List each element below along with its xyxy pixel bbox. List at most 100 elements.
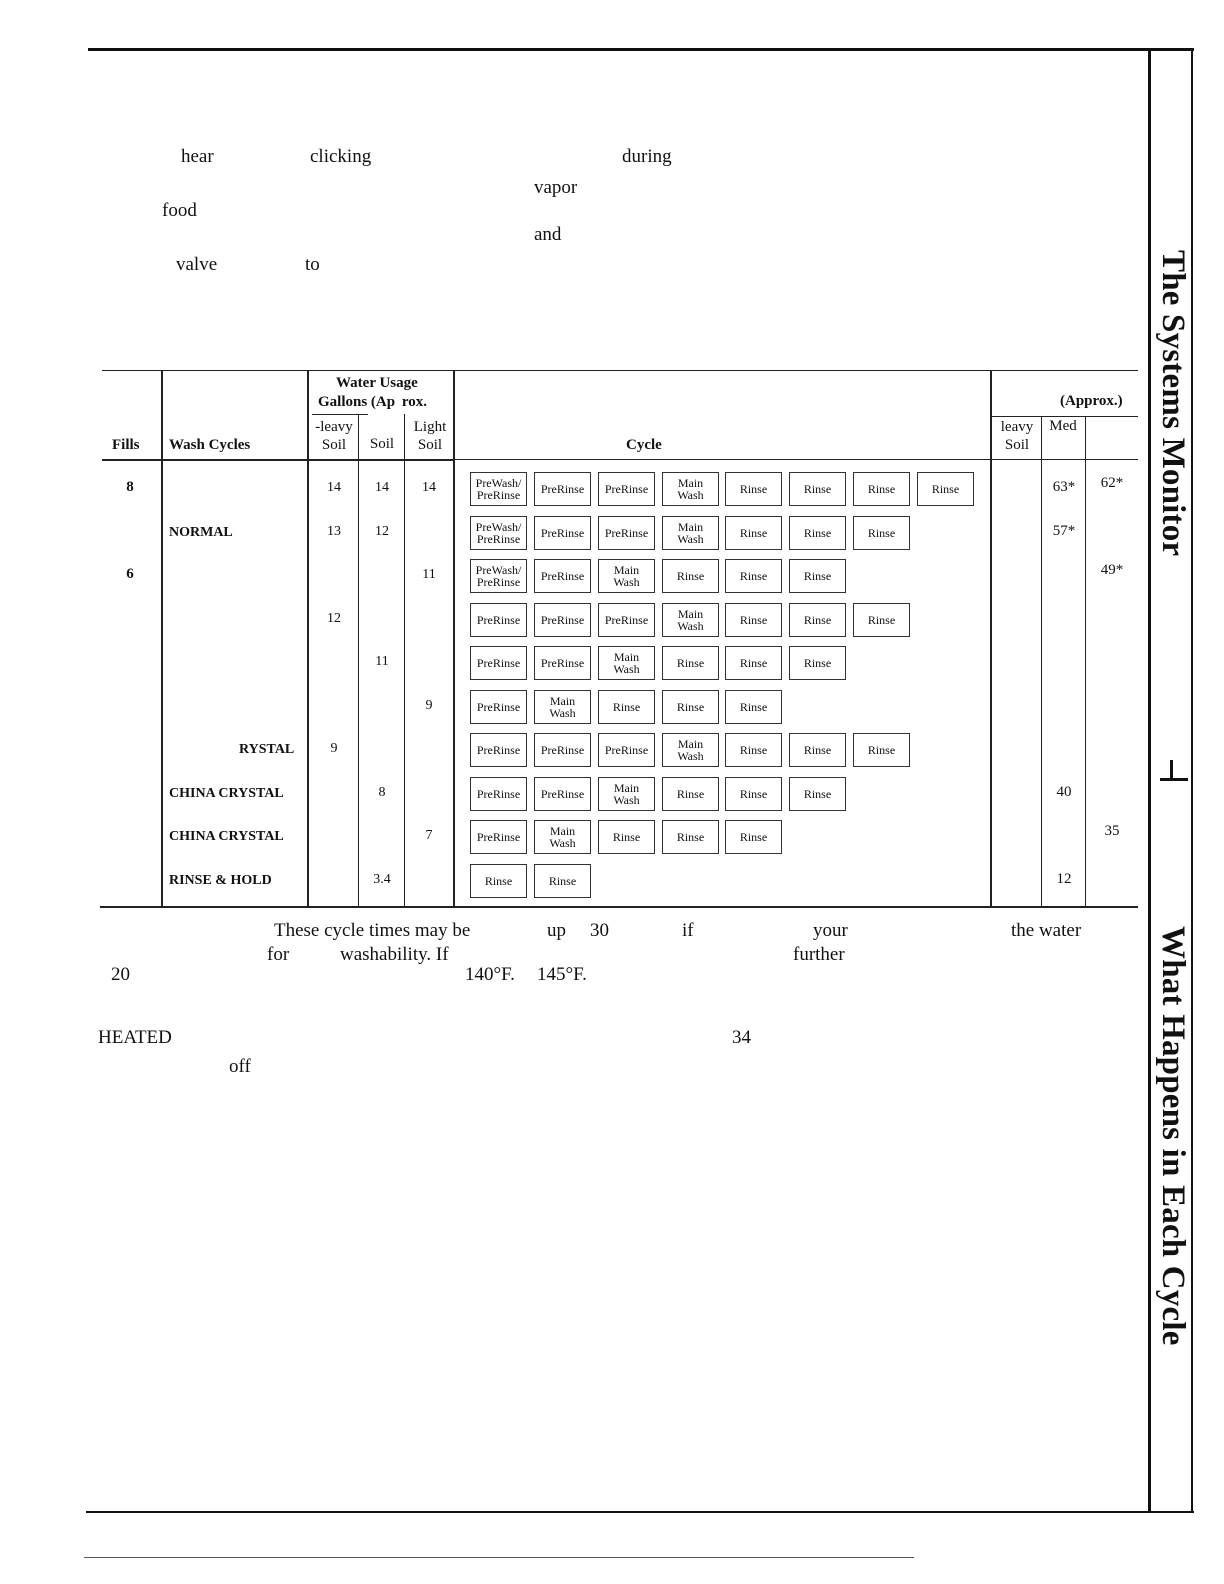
cycle-step-box: Main Wash bbox=[662, 472, 719, 506]
cycle-step-box: PreRinse bbox=[534, 559, 591, 593]
footnote-fragment: 34 bbox=[732, 1027, 751, 1048]
cycle-step-box: Rinse bbox=[470, 864, 527, 898]
time-subheader-rule bbox=[991, 416, 1138, 417]
sidebar-right-rule bbox=[1191, 50, 1193, 1513]
cycle-step-label: Rinse bbox=[676, 700, 705, 714]
cycle-step-label: PreWash/ PreRinse bbox=[475, 520, 522, 546]
cycle-step-box: Rinse bbox=[662, 820, 719, 854]
cycle-step-box: Main Wash bbox=[534, 820, 591, 854]
header-wash-cycles: Wash Cycles bbox=[169, 437, 251, 453]
time-med-soil: 40 bbox=[1056, 784, 1072, 800]
sidebar-divider-mark bbox=[1170, 760, 1173, 780]
cycle-step-label: PreRinse bbox=[604, 743, 649, 757]
intro-fragment: to bbox=[305, 254, 320, 275]
cycle-step-box: Rinse bbox=[725, 690, 782, 724]
cycle-step-label: PreRinse bbox=[604, 482, 649, 496]
footnote-fragment: washability. If bbox=[340, 944, 449, 965]
cycle-step-box: Main Wash bbox=[598, 646, 655, 680]
header-time-heavy-l1: leavy bbox=[1000, 419, 1034, 435]
cycle-step-box: Rinse bbox=[662, 646, 719, 680]
cycle-step-label: PreWash/ PreRinse bbox=[475, 476, 522, 502]
cycle-step-box: PreRinse bbox=[470, 733, 527, 767]
cycle-step-box: Rinse bbox=[725, 603, 782, 637]
cycle-step-box: Main Wash bbox=[598, 777, 655, 811]
cycle-step-label: PreRinse bbox=[476, 656, 521, 670]
cycle-step-box: Rinse bbox=[725, 733, 782, 767]
footnote-fragment: 140°F. bbox=[465, 964, 515, 985]
cycle-step-label: Rinse bbox=[739, 787, 768, 801]
cycle-step-box: Rinse bbox=[725, 646, 782, 680]
cycle-step-box: Rinse bbox=[789, 472, 846, 506]
cycle-step-label: PreRinse bbox=[476, 787, 521, 801]
header-heavy-soil: -leavy Soil bbox=[312, 418, 356, 454]
cycle-step-box: Rinse bbox=[789, 559, 846, 593]
cycle-step-label: PreRinse bbox=[604, 613, 649, 627]
cycle-step-box: PreWash/ PreRinse bbox=[470, 516, 527, 550]
time-light-soil: 49* bbox=[1100, 562, 1124, 578]
cycle-step-box: Rinse bbox=[662, 690, 719, 724]
footnote-fragment: further bbox=[793, 944, 845, 965]
water-heavy-soil: 14 bbox=[327, 480, 341, 495]
sidebar-divider-mark bbox=[1160, 778, 1188, 781]
wash-cycle-name: CHINA CRYSTAL bbox=[169, 786, 284, 801]
footnote-fragment: HEATED bbox=[98, 1027, 172, 1048]
cycle-step-label: Rinse bbox=[867, 613, 896, 627]
cycle-step-box: Rinse bbox=[725, 777, 782, 811]
wash-cycle-name: NORMAL bbox=[169, 525, 233, 540]
cycle-step-label: PreRinse bbox=[604, 526, 649, 540]
cycle-step-label: Rinse bbox=[803, 526, 832, 540]
table-header-rule bbox=[454, 459, 991, 460]
cycle-step-box: PreWash/ PreRinse bbox=[470, 559, 527, 593]
header-soil: Soil bbox=[369, 436, 395, 452]
cycle-step-box: Rinse bbox=[534, 864, 591, 898]
cycle-step-label: Main Wash bbox=[677, 607, 704, 633]
cycle-step-box: PreRinse bbox=[470, 603, 527, 637]
wash-cycle-name: RINSE & HOLD bbox=[169, 873, 272, 888]
side-title-what-happens: What Happens in Each Cycle bbox=[1155, 926, 1191, 1346]
cycle-step-box: Main Wash bbox=[662, 603, 719, 637]
cycle-step-label: PreRinse bbox=[540, 743, 585, 757]
table-header-rule bbox=[991, 459, 1138, 460]
cycle-step-label: Rinse bbox=[739, 526, 768, 540]
water-soil: 12 bbox=[375, 524, 389, 539]
cycle-step-label: PreRinse bbox=[476, 830, 521, 844]
top-rule bbox=[88, 48, 1194, 51]
footnote-fragment: 20 bbox=[111, 964, 130, 985]
cycle-step-box: Rinse bbox=[853, 472, 910, 506]
intro-fragment: clicking bbox=[310, 146, 372, 167]
cycle-step-label: Rinse bbox=[676, 787, 705, 801]
cycle-step-box: PreRinse bbox=[470, 820, 527, 854]
col-rule bbox=[990, 370, 992, 908]
cycle-step-box: Main Wash bbox=[534, 690, 591, 724]
cycle-step-label: Main Wash bbox=[677, 737, 704, 763]
cycle-step-box: PreRinse bbox=[534, 603, 591, 637]
cycle-step-label: Rinse bbox=[803, 656, 832, 670]
intro-fragment: and bbox=[534, 224, 562, 245]
water-soil: 14 bbox=[375, 480, 389, 495]
footnote-fragment: These cycle times may be bbox=[274, 920, 471, 941]
cycle-step-box: Rinse bbox=[789, 646, 846, 680]
cycle-step-label: Rinse bbox=[612, 830, 641, 844]
cycle-step-label: PreRinse bbox=[540, 787, 585, 801]
cycle-step-box: PreRinse bbox=[470, 690, 527, 724]
footnote-fragment: 30 bbox=[590, 920, 609, 941]
cycle-step-box: Rinse bbox=[853, 603, 910, 637]
cycle-step-label: Rinse bbox=[548, 874, 577, 888]
time-light-soil: 35 bbox=[1104, 823, 1120, 839]
water-soil: 3.4 bbox=[373, 872, 391, 887]
water-light-soil: 7 bbox=[425, 828, 433, 843]
cycle-step-label: Main Wash bbox=[677, 520, 704, 546]
intro-fragment: hear bbox=[181, 146, 214, 167]
fills-value: 6 bbox=[126, 566, 134, 582]
cycle-step-box: Rinse bbox=[853, 516, 910, 550]
cycle-step-label: Main Wash bbox=[549, 824, 576, 850]
intro-fragment: valve bbox=[176, 254, 218, 275]
cycle-step-label: PreRinse bbox=[476, 743, 521, 757]
cycle-step-label: Main Wash bbox=[613, 650, 640, 676]
cycle-step-label: Rinse bbox=[739, 482, 768, 496]
cycle-step-label: Rinse bbox=[803, 569, 832, 583]
water-light-soil: 14 bbox=[422, 480, 436, 495]
side-title-systems-monitor: The Systems Monitor bbox=[1155, 250, 1191, 557]
header-cycle: Cycle bbox=[626, 437, 662, 453]
col-rule bbox=[307, 370, 309, 908]
